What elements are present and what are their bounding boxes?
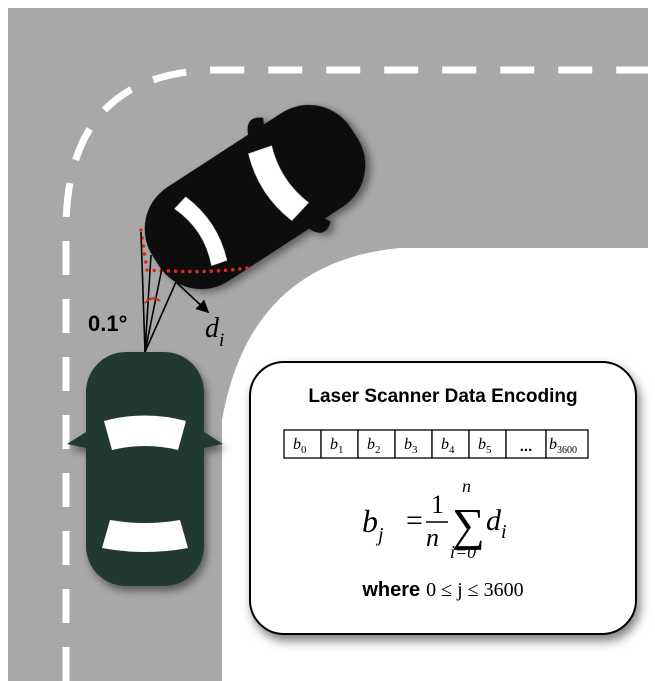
scan-point xyxy=(141,244,146,248)
scan-point xyxy=(216,269,221,273)
svg-text:n: n xyxy=(426,523,439,552)
rear-window xyxy=(102,520,188,552)
bin-cell xyxy=(394,429,433,459)
windshield xyxy=(104,415,186,450)
scan-points xyxy=(139,228,249,274)
bin-label: b1 xyxy=(330,436,344,456)
scan-point xyxy=(166,269,171,273)
distance-arrow xyxy=(176,282,210,314)
bin-label: ... xyxy=(520,438,533,455)
scan-point xyxy=(139,228,143,232)
encoding-legend: Laser Scanner Data Encoding b0 b1 b2 b3 b4 b5… xyxy=(249,361,637,635)
scan-point xyxy=(188,269,192,274)
scan-point xyxy=(180,269,185,274)
scan-point xyxy=(245,266,249,270)
scan-point xyxy=(195,269,199,274)
scan-point xyxy=(145,268,149,272)
bin-label: b3 xyxy=(404,436,418,456)
windshield xyxy=(248,145,309,221)
angle-arc xyxy=(144,297,161,304)
bin-label: b3600 xyxy=(549,436,577,456)
bin-label: b4 xyxy=(441,436,455,456)
other-vehicle xyxy=(144,104,366,290)
bin-cell xyxy=(357,429,396,459)
ego-vehicle xyxy=(67,352,223,586)
svg-text:bj: bj xyxy=(362,503,384,546)
legend-title: Laser Scanner Data Encoding xyxy=(308,386,577,407)
bin-cell xyxy=(505,429,547,459)
scan-point xyxy=(223,268,228,273)
scan-point xyxy=(238,267,242,271)
scan-point xyxy=(152,268,156,273)
scan-point xyxy=(173,269,178,274)
laser-beams xyxy=(140,231,177,353)
bin-label: b2 xyxy=(367,436,381,456)
svg-text:di: di xyxy=(486,504,507,543)
scan-point xyxy=(209,269,214,273)
svg-text:=: = xyxy=(406,504,423,537)
scan-point xyxy=(230,267,235,272)
bin-label: b0 xyxy=(293,436,307,456)
bin-table: b0 b1 b2 b3 b4 b5... b3600 xyxy=(283,429,589,459)
rear-window xyxy=(174,196,228,266)
bin-cell xyxy=(468,429,507,459)
scan-point xyxy=(142,252,147,256)
angle-label: 0.1° xyxy=(88,311,127,336)
distance-label: di xyxy=(205,313,224,351)
formula: bj = 1 n ∑ n i=0 di xyxy=(362,476,507,562)
bin-label: b5 xyxy=(478,436,492,456)
scan-point xyxy=(144,260,148,264)
svg-text:n: n xyxy=(462,476,471,496)
lane-marking xyxy=(62,66,648,681)
svg-text:∑: ∑ xyxy=(452,499,485,550)
bin-cell xyxy=(283,429,322,459)
svg-text:1: 1 xyxy=(431,490,444,519)
svg-text:i=0: i=0 xyxy=(450,542,476,562)
bin-cell xyxy=(320,429,359,459)
bin-cell xyxy=(545,429,589,459)
scan-point xyxy=(202,269,206,274)
